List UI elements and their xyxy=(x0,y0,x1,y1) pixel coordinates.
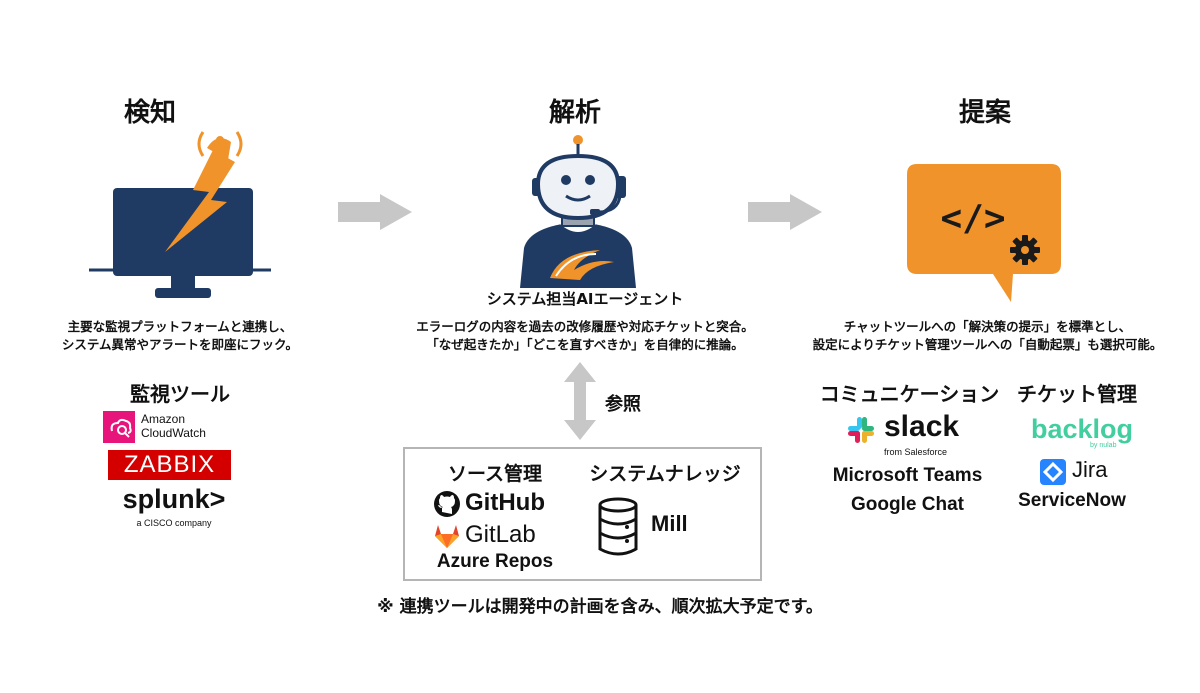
google-chat-text: Google Chat xyxy=(851,494,964,515)
servicenow-text: ServiceNow xyxy=(1018,490,1126,511)
communication-heading: コミュニケーション xyxy=(819,382,1000,406)
detect-desc-line: 主要な監視プラットフォームと連携し、 xyxy=(67,319,293,334)
github-icon xyxy=(434,491,460,517)
detect-desc-line: システム異常やアラートを即座にフック。 xyxy=(61,337,299,352)
jira-text: Jira xyxy=(1072,457,1108,482)
ticket-management-heading: チケット管理 xyxy=(1017,382,1137,406)
github-text: GitHub xyxy=(465,489,545,516)
gitlab-icon xyxy=(435,525,459,548)
mill-text: Mill xyxy=(651,511,688,536)
monitoring-heading: 監視ツール xyxy=(130,382,230,406)
gitlab-text: GitLab xyxy=(465,521,536,548)
analyze-desc-line: エラーログの内容を過去の改修履歴や対応チケットと突合。 xyxy=(416,319,754,334)
analyze-title: 解析 xyxy=(548,98,601,128)
jira-icon xyxy=(1040,459,1066,485)
teams-text: Microsoft Teams xyxy=(832,465,983,486)
slack-logo: slack xyxy=(846,410,976,446)
source-control-heading: ソース管理 xyxy=(447,463,543,485)
cloudwatch-icon xyxy=(103,411,135,443)
bidirectional-arrow-icon xyxy=(564,362,596,440)
cloudwatch-line1: Amazon xyxy=(141,412,186,426)
analyze-desc-line: 「なぜ起きたか」「どこを直すべきか」を自律的に推論。 xyxy=(426,337,744,352)
zabbix-logo: ZABBIX xyxy=(108,450,231,480)
ai-agent-robot-icon xyxy=(520,135,636,288)
system-knowledge-heading: システムナレッジ xyxy=(589,463,741,485)
svg-text:</>: </> xyxy=(940,198,1005,239)
arrow-right-icon xyxy=(748,194,822,230)
reference-box: ソース管理 GitHub GitLab Azure Repos システムナレッジ… xyxy=(403,447,762,581)
footnote: ※ 連携ツールは開発中の計画を含み、順次拡大予定です。 xyxy=(377,597,823,617)
azure-repos-text: Azure Repos xyxy=(436,551,554,572)
splunk-logo: splunk> xyxy=(122,484,226,514)
cloudwatch-line2: CloudWatch xyxy=(141,426,206,440)
monitor-alert-icon xyxy=(89,131,271,298)
propose-description: チャットツールへの「解決策の提示」を標準とし、 設定によりチケット管理ツールへの… xyxy=(790,318,1185,354)
slack-text: slack xyxy=(884,410,960,443)
detect-description: 主要な監視プラットフォームと連携し、 システム異常やアラートを即座にフック。 xyxy=(30,318,330,354)
database-icon xyxy=(598,497,638,556)
cloudwatch-logo: Amazon CloudWatch xyxy=(103,409,253,445)
analyze-description: エラーログの内容を過去の改修履歴や対応チケットと突合。 「なぜ起きたか」「どこを… xyxy=(375,318,795,354)
agent-label: システム担当AIエージェント xyxy=(486,290,684,308)
reference-label: 参照 xyxy=(605,394,641,415)
propose-desc-line: チャットツールへの「解決策の提示」を標準とし、 xyxy=(843,319,1132,334)
propose-desc-line: 設定によりチケット管理ツールへの「自動起票」も選択可能。 xyxy=(812,337,1163,352)
splunk-subtitle: a CISCO company xyxy=(136,518,212,528)
backlog-subtitle: by nulab xyxy=(1090,442,1117,449)
detect-title: 検知 xyxy=(123,98,176,128)
arrow-right-icon xyxy=(338,194,412,230)
propose-title: 提案 xyxy=(958,98,1011,128)
slack-subtitle: from Salesforce xyxy=(884,447,948,457)
slack-icon xyxy=(848,417,874,443)
code-speech-bubble-icon: </> xyxy=(907,164,1061,302)
backlog-logo: backlog xyxy=(1030,414,1134,444)
jira-logo: Jira xyxy=(1040,457,1140,487)
